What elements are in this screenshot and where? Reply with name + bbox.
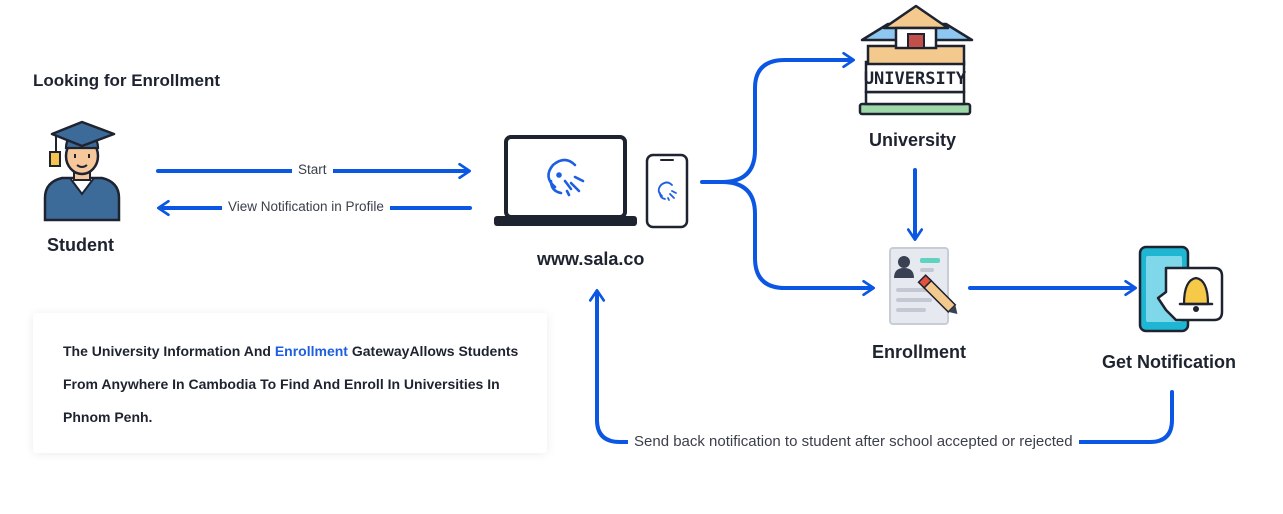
description-part-1: The University Information And — [63, 343, 275, 359]
laptop-icon — [494, 135, 637, 226]
page-heading: Looking for Enrollment — [33, 71, 220, 90]
description-text: The University Information And Enrollmen… — [63, 335, 533, 434]
platform-label: www.sala.co — [537, 249, 645, 269]
student-label: Student — [47, 235, 114, 255]
description-card: The University Information And Enrollmen… — [33, 313, 547, 453]
description-highlight: Enrollment — [274, 343, 348, 359]
platform-to-enrollment-arrow — [720, 180, 876, 297]
start-label: Start — [292, 162, 333, 177]
graduate-student-icon — [43, 120, 121, 222]
platform-to-university-arrow — [700, 51, 856, 184]
university-building-icon: UNIVERSITY — [858, 4, 974, 116]
university-sign: UNIVERSITY — [864, 69, 967, 89]
enrollment-form-icon — [889, 247, 958, 325]
notification-label: Get Notification — [1102, 352, 1236, 372]
view-notification-label: View Notification in Profile — [222, 199, 390, 214]
send-back-arrow — [588, 288, 1174, 444]
phone-icon — [645, 153, 689, 229]
description-part-2: GatewayAllows Students From Anywhere In … — [63, 343, 519, 425]
notification-bell-phone-icon — [1138, 245, 1224, 333]
university-label: University — [869, 130, 957, 150]
enrollment-label: Enrollment — [872, 342, 967, 362]
send-back-label: Send back notification to student after … — [628, 433, 1079, 450]
